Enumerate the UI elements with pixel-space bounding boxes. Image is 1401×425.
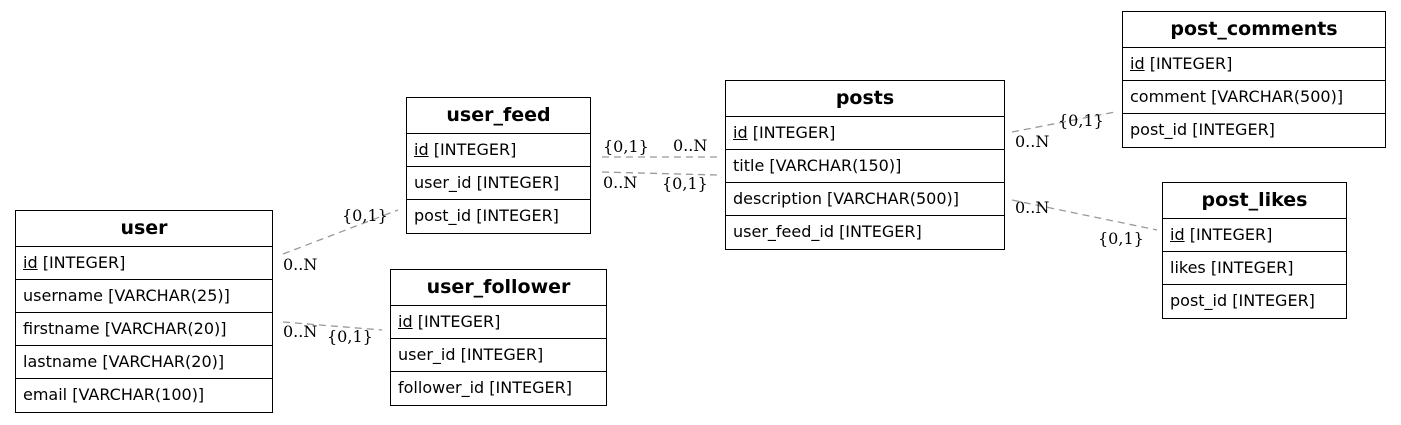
cardinality-comments-side: {0,1} xyxy=(1058,111,1104,130)
attribute-user-id: user_id [INTEGER] xyxy=(391,339,606,372)
attribute-type: [INTEGER] xyxy=(1144,54,1233,73)
attribute-id: id [INTEGER] xyxy=(1163,219,1346,252)
attribute-type: [INTEGER] xyxy=(37,253,126,272)
attribute-username: username [VARCHAR(25)] xyxy=(16,280,272,313)
attribute-type: [INTEGER] xyxy=(747,123,836,142)
attribute-id: id [INTEGER] xyxy=(726,117,1004,150)
entity-post-likes: post_likes id [INTEGER] likes [INTEGER] … xyxy=(1162,182,1347,319)
attribute-user-feed-id: user_feed_id [INTEGER] xyxy=(733,222,922,241)
attribute-id: id [INTEGER] xyxy=(16,247,272,280)
attribute-post-id: post_id [INTEGER] xyxy=(1170,291,1315,310)
attribute-title: title [VARCHAR(150)] xyxy=(726,150,1004,183)
entity-user-feed: user_feed id [INTEGER] user_id [INTEGER]… xyxy=(406,97,591,234)
cardinality-user-side-feed: 0..N xyxy=(283,255,318,274)
cardinality-posts-side-comments: 0..N xyxy=(1015,132,1050,151)
entity-title: posts xyxy=(726,81,1004,117)
primary-key: id xyxy=(414,140,429,159)
relation-user-user-feed xyxy=(282,209,399,255)
relation-posts-post-comments xyxy=(1011,111,1116,133)
attribute-post-id: post_id [INTEGER] xyxy=(1130,120,1275,139)
attribute-id: id [INTEGER] xyxy=(1123,48,1385,81)
attribute-type: [INTEGER] xyxy=(428,140,517,159)
relation-user-user-follower xyxy=(282,321,383,331)
cardinality-posts-side-likes: 0..N xyxy=(1015,198,1050,217)
attribute-type: [INTEGER] xyxy=(1184,225,1273,244)
entity-title: user_feed xyxy=(407,98,590,134)
attribute-id: id [INTEGER] xyxy=(407,134,590,167)
entity-posts: posts id [INTEGER] title [VARCHAR(150)] … xyxy=(725,80,1005,250)
attribute-id: id [INTEGER] xyxy=(391,306,606,339)
attribute-type: [INTEGER] xyxy=(412,312,501,331)
relation-user-feed-posts-bottom xyxy=(601,171,719,176)
attribute-email: email [VARCHAR(100)] xyxy=(23,385,205,404)
entity-title: user_follower xyxy=(391,270,606,306)
cardinality-likes-side: {0,1} xyxy=(1098,229,1144,248)
entity-user: user id [INTEGER] username [VARCHAR(25)]… xyxy=(15,210,273,413)
attribute-likes: likes [INTEGER] xyxy=(1163,252,1346,285)
attribute-comment: comment [VARCHAR(500)] xyxy=(1123,81,1385,114)
attribute-follower-id: follower_id [INTEGER] xyxy=(398,378,572,397)
relation-posts-post-likes xyxy=(1011,199,1158,231)
attribute-firstname: firstname [VARCHAR(20)] xyxy=(16,313,272,346)
primary-key: id xyxy=(1130,54,1145,73)
primary-key: id xyxy=(398,312,413,331)
attribute-description: description [VARCHAR(500)] xyxy=(726,183,1004,216)
cardinality-user-side-follower: 0..N xyxy=(283,322,318,341)
cardinality-user-follower-side: {0,1} xyxy=(327,327,373,346)
cardinality-feed-bottom-left: 0..N xyxy=(603,173,638,192)
attribute-user-id: user_id [INTEGER] xyxy=(407,167,590,200)
entity-post-comments: post_comments id [INTEGER] comment [VARC… xyxy=(1122,11,1386,148)
primary-key: id xyxy=(733,123,748,142)
entity-title: post_comments xyxy=(1123,12,1385,48)
entity-title: post_likes xyxy=(1163,183,1346,219)
cardinality-feed-top-left: {0,1} xyxy=(603,137,649,156)
primary-key: id xyxy=(23,253,38,272)
cardinality-user-feed-side: {0,1} xyxy=(342,206,388,225)
primary-key: id xyxy=(1170,225,1185,244)
entity-user-follower: user_follower id [INTEGER] user_id [INTE… xyxy=(390,269,607,406)
attribute-post-id: post_id [INTEGER] xyxy=(414,206,559,225)
attribute-lastname: lastname [VARCHAR(20)] xyxy=(16,346,272,379)
cardinality-feed-top-right: 0..N xyxy=(673,136,708,155)
entity-title: user xyxy=(16,211,272,247)
cardinality-feed-bottom-right: {0,1} xyxy=(662,174,708,193)
